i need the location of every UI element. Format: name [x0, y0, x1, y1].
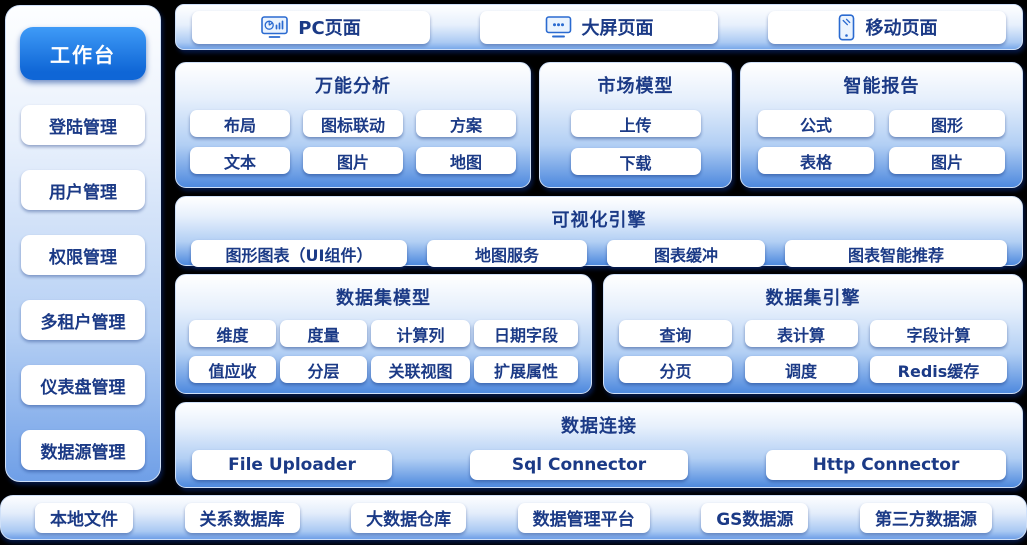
- panel-title: 数据集模型: [336, 288, 431, 309]
- upload-button[interactable]: 上传: [570, 110, 701, 137]
- top-bar: PC页面 大屏页面 移动页面: [175, 4, 1023, 50]
- query-button[interactable]: 查询: [619, 320, 732, 347]
- ui-chart-components-button[interactable]: 图形图表（UI组件）: [191, 240, 407, 267]
- panel-title: 万能分析: [315, 76, 391, 97]
- top-item-label: 移动页面: [865, 18, 938, 39]
- pc-chart-icon: [261, 15, 289, 39]
- layout-button[interactable]: 布局: [190, 110, 290, 137]
- dataset-engine-panel: 数据集引擎 查询 表计算 字段计算 分页 调度 Redis缓存: [603, 274, 1023, 394]
- calc-column-button[interactable]: 计算列: [371, 320, 470, 347]
- third-party-datasource-button[interactable]: 第三方数据源: [859, 502, 992, 533]
- schedule-button[interactable]: 调度: [744, 356, 858, 383]
- local-file-button[interactable]: 本地文件: [35, 502, 133, 533]
- data-mgmt-platform-button[interactable]: 数据管理平台: [517, 502, 650, 533]
- market-model-panel: 市场模型 上传 下载: [539, 62, 732, 188]
- top-item-pc-page[interactable]: PC页面: [192, 10, 430, 44]
- table-button[interactable]: 表格: [758, 147, 874, 174]
- data-connect-panel: 数据连接 File Uploader Sql Connector Http Co…: [175, 402, 1023, 488]
- panel-title: 可视化引擎: [551, 210, 647, 231]
- field-calc-button[interactable]: 字段计算: [870, 320, 1007, 347]
- panel-title: 数据集引擎: [765, 288, 861, 309]
- panel-title: 数据连接: [561, 416, 637, 437]
- value-receivable-button[interactable]: 值应收: [189, 356, 276, 383]
- relational-db-button[interactable]: 关系数据库: [184, 502, 300, 533]
- image-button[interactable]: 图片: [303, 147, 403, 174]
- text-button[interactable]: 文本: [190, 147, 290, 174]
- table-calc-button[interactable]: 表计算: [744, 320, 858, 347]
- plan-button[interactable]: 方案: [416, 110, 516, 137]
- download-button[interactable]: 下载: [570, 148, 701, 175]
- hierarchy-button[interactable]: 分层: [280, 356, 367, 383]
- dataset-engine-buttons: 查询 表计算 字段计算 分页 调度 Redis缓存: [604, 310, 1022, 383]
- top-item-label: 大屏页面: [581, 18, 654, 39]
- sql-connector-button[interactable]: Sql Connector: [470, 450, 688, 480]
- sidebar-item-permission-management[interactable]: 权限管理: [21, 235, 145, 275]
- redis-cache-button[interactable]: Redis缓存: [870, 356, 1007, 383]
- screen-dots-icon: [545, 15, 572, 39]
- pagination-button[interactable]: 分页: [619, 356, 732, 383]
- formula-button[interactable]: 公式: [758, 110, 874, 137]
- top-item-mobile-page[interactable]: 移动页面: [768, 10, 1006, 44]
- panel-title: 市场模型: [597, 76, 674, 97]
- map-button[interactable]: 地图: [416, 147, 516, 174]
- dataset-model-buttons: 维度 度量 计算列 日期字段 值应收 分层 关联视图 扩展属性: [176, 310, 591, 383]
- map-service-button[interactable]: 地图服务: [427, 240, 587, 267]
- extended-attr-button[interactable]: 扩展属性: [474, 356, 578, 383]
- picture-button[interactable]: 图片: [889, 147, 1005, 174]
- sidebar-item-dashboard-management[interactable]: 仪表盘管理: [21, 365, 145, 405]
- sidebar-item-workbench[interactable]: 工作台: [20, 27, 146, 80]
- big-data-warehouse-button[interactable]: 大数据仓库: [351, 502, 467, 533]
- datasource-bar: 本地文件 关系数据库 大数据仓库 数据管理平台 GS数据源 第三方数据源: [0, 495, 1027, 540]
- universal-analysis-buttons: 布局 图标联动 方案 文本 图片 地图: [176, 98, 530, 174]
- dataset-model-panel: 数据集模型 维度 度量 计算列 日期字段 值应收 分层 关联视图 扩展属性: [175, 274, 592, 394]
- icon-linkage-button[interactable]: 图标联动: [303, 110, 403, 137]
- sidebar-item-login-management[interactable]: 登陆管理: [21, 105, 145, 145]
- date-field-button[interactable]: 日期字段: [474, 320, 578, 347]
- smart-report-buttons: 公式 图形 表格 图片: [741, 98, 1022, 174]
- linked-view-button[interactable]: 关联视图: [371, 356, 470, 383]
- panel-title: 智能报告: [843, 76, 920, 97]
- top-item-bigscreen-page[interactable]: 大屏页面: [480, 10, 718, 44]
- viz-engine-panel: 可视化引擎 图形图表（UI组件） 地图服务 图表缓冲 图表智能推荐: [175, 196, 1023, 267]
- sidebar-item-user-management[interactable]: 用户管理: [21, 170, 145, 210]
- sidebar-item-multitenant-management[interactable]: 多租户管理: [21, 300, 145, 340]
- mobile-icon: [837, 13, 856, 41]
- chart-smart-recommend-button[interactable]: 图表智能推荐: [785, 240, 1007, 267]
- smart-report-panel: 智能报告 公式 图形 表格 图片: [740, 62, 1023, 188]
- sidebar-item-datasource-management[interactable]: 数据源管理: [21, 430, 145, 470]
- measure-button[interactable]: 度量: [280, 320, 367, 347]
- universal-analysis-panel: 万能分析 布局 图标联动 方案 文本 图片 地图: [175, 62, 531, 188]
- sidebar: 工作台 登陆管理 用户管理 权限管理 多租户管理 仪表盘管理 数据源管理: [5, 5, 161, 482]
- graphic-button[interactable]: 图形: [889, 110, 1005, 137]
- http-connector-button[interactable]: Http Connector: [766, 450, 1006, 480]
- viz-engine-buttons: 图形图表（UI组件） 地图服务 图表缓冲 图表智能推荐: [176, 232, 1022, 267]
- top-item-label: PC页面: [298, 18, 361, 39]
- market-model-buttons: 上传 下载: [540, 98, 731, 175]
- dimension-button[interactable]: 维度: [189, 320, 276, 347]
- file-uploader-button[interactable]: File Uploader: [192, 450, 392, 480]
- gs-datasource-button[interactable]: GS数据源: [701, 502, 809, 533]
- chart-buffer-button[interactable]: 图表缓冲: [607, 240, 765, 267]
- data-connect-buttons: File Uploader Sql Connector Http Connect…: [176, 438, 1022, 480]
